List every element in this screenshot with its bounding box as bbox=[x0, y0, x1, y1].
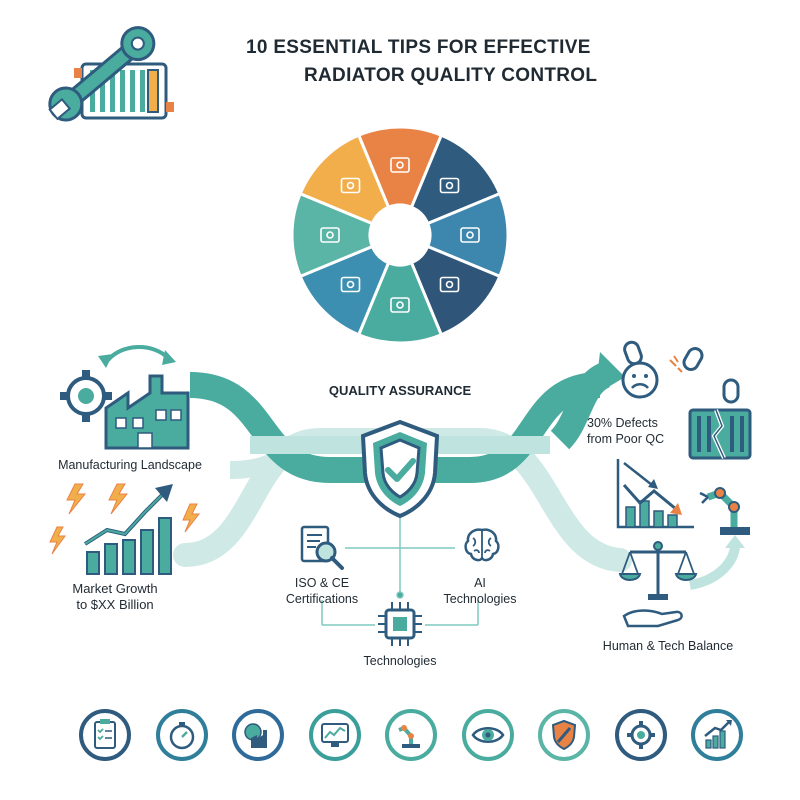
scales-hand-icon bbox=[618, 541, 698, 628]
teal-arrow-head bbox=[595, 352, 625, 395]
light-curve-arrow bbox=[688, 544, 740, 590]
market-growth-line-1: Market Growth bbox=[72, 581, 158, 596]
document-magnifier-icon bbox=[300, 525, 344, 570]
page-title: 10 ESSENTIAL TIPS FOR EFFECTIVE RADIATOR… bbox=[220, 34, 650, 90]
globe-factory-icon bbox=[232, 709, 284, 761]
defects-label: 30% Defects from Poor QC bbox=[587, 415, 697, 447]
market-growth-label: Market Growth to $XX Billion bbox=[45, 581, 185, 613]
eye-icon bbox=[461, 709, 514, 761]
magnifier-shield-icon bbox=[390, 297, 410, 313]
brain-icon bbox=[464, 528, 500, 562]
shield-wrench-icon bbox=[538, 709, 590, 761]
lightbulb-icon bbox=[460, 227, 480, 243]
robot-arm-icon bbox=[385, 709, 437, 761]
quality-assurance-label: QUALITY ASSURANCE bbox=[328, 383, 472, 398]
growth-bars-icon bbox=[691, 709, 743, 761]
technologies-label: Technologies bbox=[363, 654, 437, 668]
factory-gear-icon bbox=[60, 345, 190, 450]
iso-ce-line-2: Certifications bbox=[285, 592, 359, 606]
wheel-segment bbox=[298, 133, 391, 226]
tips-wheel bbox=[290, 125, 510, 345]
gear-icon bbox=[614, 709, 667, 761]
clipboard-checklist-icon bbox=[79, 709, 131, 761]
ai-technologies-line-1: AI bbox=[474, 576, 486, 590]
tools-icon bbox=[439, 177, 460, 194]
human-tech-balance-label: Human & Tech Balance bbox=[602, 639, 734, 653]
radiator-wrench-icon bbox=[390, 157, 410, 173]
chip-icon bbox=[378, 602, 422, 646]
radiator-icon bbox=[340, 177, 361, 194]
manufacturing-landscape-label: Manufacturing Landscape bbox=[58, 458, 202, 472]
market-growth-line-2: to $XX Billion bbox=[76, 597, 154, 612]
iso-ce-line-1: ISO & CE bbox=[294, 576, 350, 590]
ai-technologies-line-2: Technologies bbox=[443, 592, 517, 606]
broken-chain-defect-icon bbox=[621, 340, 752, 460]
market-growth-chart-icon bbox=[49, 483, 201, 575]
wrench-radiator-logo-icon bbox=[48, 26, 174, 122]
wheel-center bbox=[371, 206, 429, 264]
radiator-chip-icon bbox=[439, 276, 460, 293]
shield-check-icon bbox=[360, 419, 440, 518]
stopwatch-icon bbox=[155, 709, 208, 761]
monitor-chart-icon bbox=[308, 709, 361, 761]
title-line-2: RADIATOR QUALITY CONTROL bbox=[304, 65, 598, 86]
iso-ce-label: ISO & CE Certifications bbox=[262, 575, 382, 607]
ai-technologies-label: AI Technologies bbox=[420, 575, 540, 607]
title-line-1: 10 ESSENTIAL TIPS FOR EFFECTIVE bbox=[246, 37, 591, 58]
circuit-icon bbox=[340, 276, 361, 293]
gear-icon bbox=[320, 227, 340, 243]
defects-line-2: from Poor QC bbox=[587, 432, 665, 446]
declining-chart-robot-icon bbox=[616, 459, 750, 535]
defects-line-1: 30% Defects bbox=[587, 416, 658, 430]
